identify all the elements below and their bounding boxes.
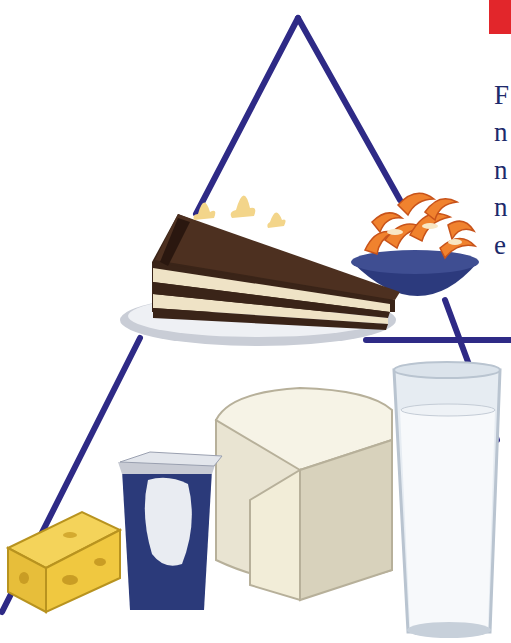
cake-slice (152, 195, 400, 330)
text-fragment: F (494, 80, 509, 110)
text-fragment: e (494, 230, 506, 260)
yogurt-cup (118, 452, 222, 610)
cheese-wheel (216, 388, 392, 600)
text-fragment: n (494, 192, 508, 222)
text-fragment: n (494, 117, 508, 147)
swiss-cheese (8, 512, 120, 612)
orange-bowl (351, 193, 479, 296)
milk-glass (394, 362, 500, 638)
text-fragment: n (494, 155, 508, 185)
red-bar (489, 0, 511, 34)
